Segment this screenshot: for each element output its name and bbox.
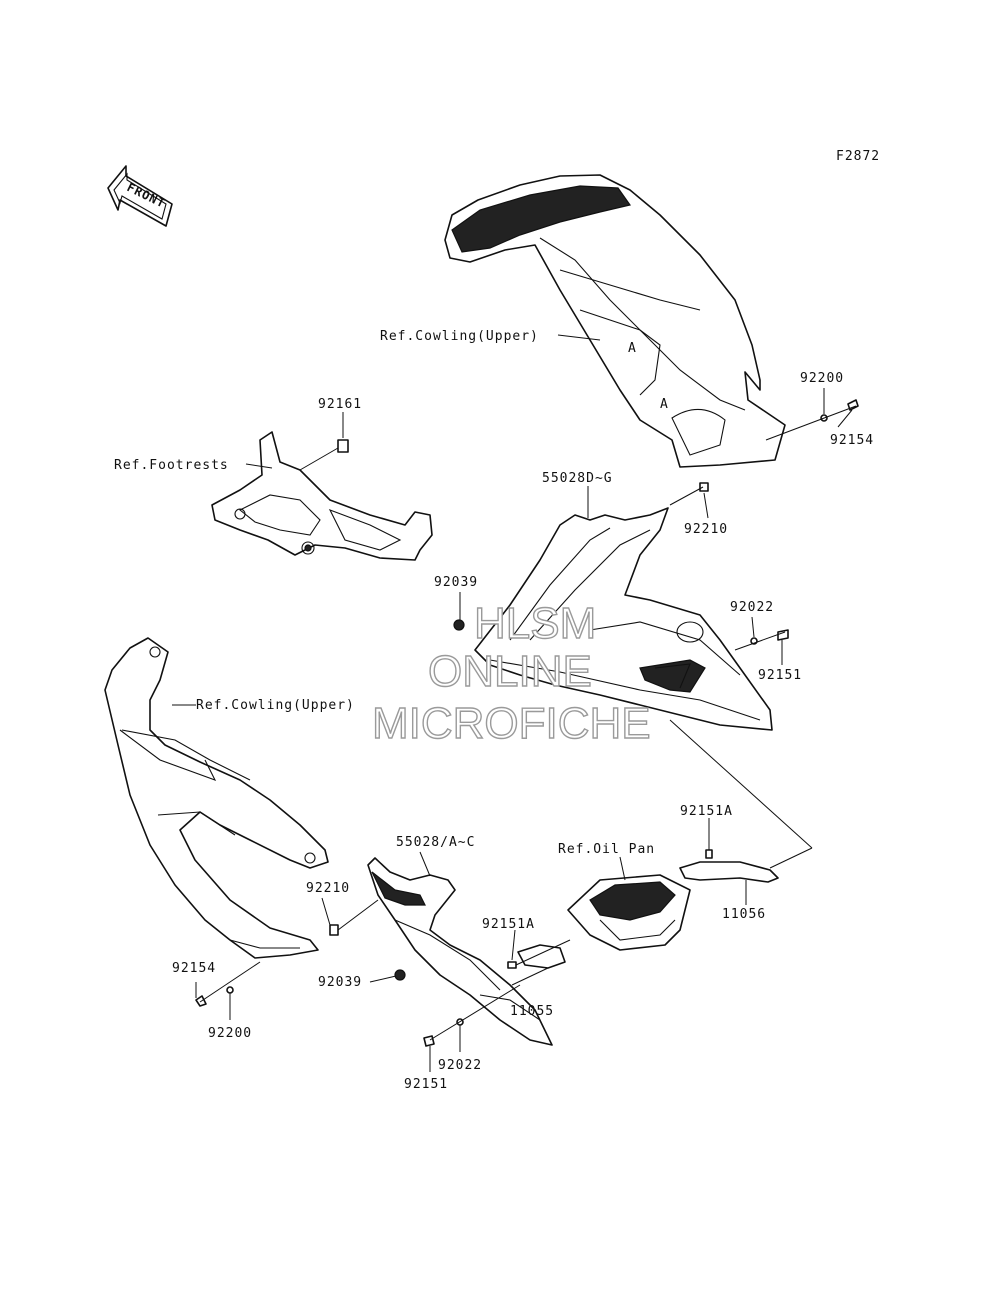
nut-92039-top — [453, 619, 465, 631]
part-92151a-top: 92151A — [680, 804, 733, 819]
upper-right-cowling: A A — [444, 174, 786, 468]
part-92200-top: 92200 — [800, 371, 844, 386]
part-92151a-mid: 92151A — [482, 917, 535, 932]
part-11056: 11056 — [722, 907, 766, 922]
bolt-92151-top — [777, 629, 789, 641]
figure-code: F2872 — [836, 149, 880, 164]
svg-text:A: A — [660, 397, 669, 412]
watermark-line-2: ONLINE — [428, 647, 592, 696]
part-92022-bottom: 92022 — [438, 1058, 482, 1073]
part-92154-bottom: 92154 — [172, 961, 216, 976]
grommet-92161 — [337, 439, 349, 453]
part-92210-bottom: 92210 — [306, 881, 350, 896]
collar-92210-bottom — [329, 924, 339, 936]
part-92039-top: 92039 — [434, 575, 478, 590]
hardware-fasteners — [195, 399, 859, 1047]
oil-pan — [567, 874, 691, 951]
bracket-11056 — [679, 861, 779, 883]
label-ref-footrests: Ref.Footrests — [114, 458, 229, 473]
watermark: HLSM ONLINE MICROFICHE — [371, 598, 651, 748]
part-55028d-g: 55028D~G — [542, 471, 613, 486]
right-inner-cover — [474, 507, 773, 731]
lower-left-cowling — [104, 637, 329, 959]
part-92200-bottom: 92200 — [208, 1026, 252, 1041]
left-inner-cover — [367, 857, 553, 1046]
part-92151-bottom: 92151 — [404, 1077, 448, 1092]
front-direction-arrow: FRONT — [107, 165, 173, 227]
nut-92039-bottom — [394, 969, 406, 981]
part-11055: 11055 — [510, 1004, 554, 1019]
part-92151-top: 92151 — [758, 668, 802, 683]
collar-92210-top — [699, 482, 709, 492]
svg-text:A: A — [628, 341, 637, 356]
watermark-line-1: HLSM — [474, 599, 596, 648]
part-92161: 92161 — [318, 397, 362, 412]
bolt-92151a-mid — [507, 961, 517, 969]
part-55028-a-c: 55028/A~C — [396, 835, 475, 850]
watermark-line-3: MICROFICHE — [372, 699, 651, 748]
part-92210-top: 92210 — [684, 522, 728, 537]
bolt-92151a-top — [705, 849, 713, 859]
part-92022-top: 92022 — [730, 600, 774, 615]
bracket-11055 — [517, 944, 566, 969]
leader-lines — [172, 334, 857, 1072]
bolt-92151-bottom — [423, 1035, 435, 1047]
label-ref-cowling-upper-bottom: Ref.Cowling(Upper) — [196, 698, 355, 713]
washer-92200-bottom — [226, 986, 234, 994]
part-92039-bottom: 92039 — [318, 975, 362, 990]
part-92154-top: 92154 — [830, 433, 874, 448]
footrest-bracket — [211, 431, 433, 561]
label-ref-oil-pan: Ref.Oil Pan — [558, 842, 655, 857]
label-ref-cowling-upper-top: Ref.Cowling(Upper) — [380, 329, 539, 344]
